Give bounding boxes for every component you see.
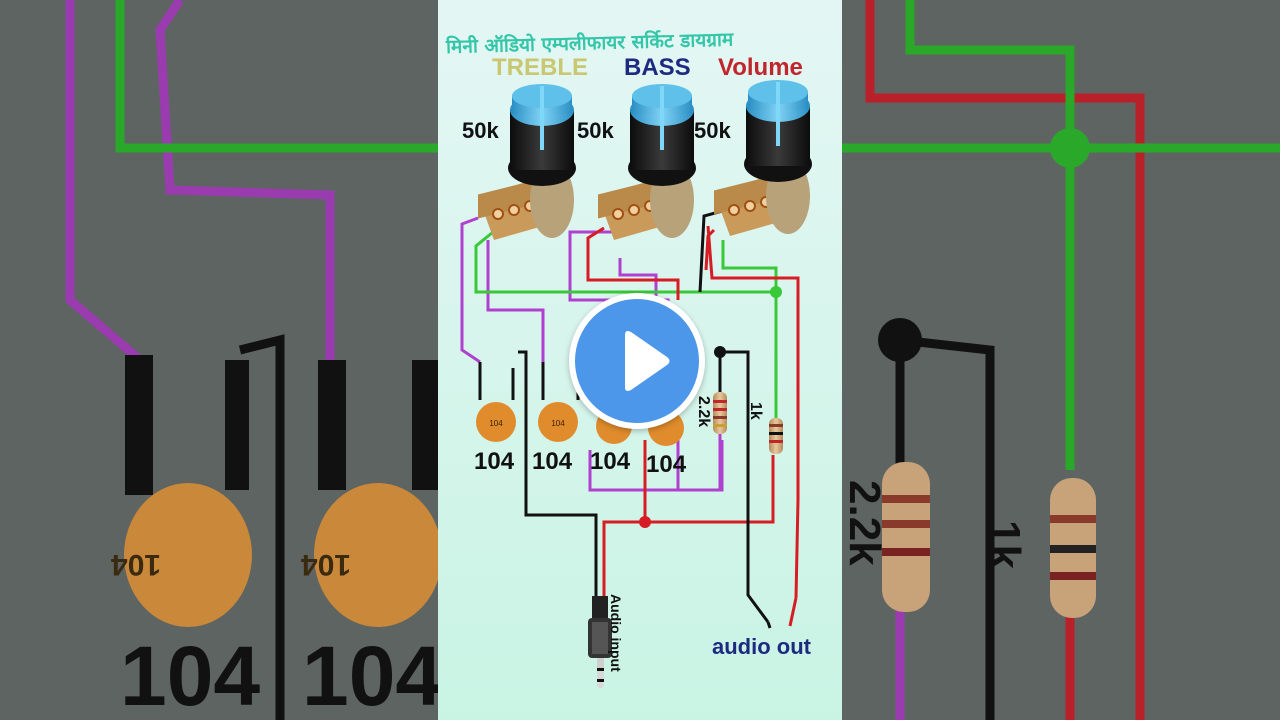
cap-label-2: 104 (532, 448, 573, 475)
audio-jack (588, 596, 612, 688)
wire-black-3 (720, 350, 770, 623)
wire-red-2 (706, 225, 800, 599)
wire-red-5 (602, 520, 645, 605)
cap-label-4: 104 (646, 451, 687, 478)
play-icon (625, 331, 670, 391)
wire-purple-5 (588, 440, 724, 492)
cap-label-1: 104 (474, 448, 515, 475)
background-right: 2.2k 1k (840, 0, 1280, 720)
cap-marking-1: 104 (489, 419, 503, 428)
resistor-2.2k (713, 392, 727, 490)
value-treble: 50k (462, 118, 499, 143)
wire-purple-4 (618, 258, 658, 300)
wire-green-1 (474, 226, 776, 294)
wire-purple-2 (486, 240, 545, 362)
audio-out-label: audio out (712, 634, 811, 659)
wire-red-3 (704, 228, 716, 271)
bg-cap-label-2: 104 (302, 629, 440, 720)
wire-red-4 (643, 440, 775, 524)
label-volume: Volume (718, 54, 803, 81)
play-button[interactable] (569, 293, 705, 429)
bg-cap-marking-2: 104 (301, 548, 351, 581)
cap-label-3: 104 (590, 448, 631, 475)
capacitor-1: 104 (476, 402, 516, 442)
bg-res-label-1: 2.2k (840, 480, 889, 566)
pot-bass (598, 84, 696, 240)
pot-treble (478, 84, 576, 240)
wire-black-2 (518, 350, 598, 598)
circuit-diagram: 104 104 (438, 0, 842, 720)
label-bass: BASS (624, 54, 691, 81)
video-frame[interactable]: 104 104 (438, 0, 842, 720)
pot-volume (714, 80, 812, 236)
junction-black (714, 346, 726, 358)
res-label-1k: 1k (747, 402, 764, 420)
background-left: 104 104 104 104 (0, 0, 440, 720)
value-volume: 50k (694, 118, 731, 143)
label-treble: TREBLE (492, 54, 588, 81)
value-bass: 50k (577, 118, 614, 143)
bg-cap-label-1: 104 (120, 629, 260, 720)
resistor-1k (769, 405, 783, 454)
junction-green (770, 286, 782, 298)
wire-green-2 (721, 240, 778, 405)
capacitor-2: 104 (538, 402, 578, 442)
cap-marking-2: 104 (551, 419, 565, 428)
bg-cap-marking-1: 104 (111, 548, 161, 581)
bg-res-label-2: 1k (980, 520, 1029, 569)
wire-purple-1 (460, 216, 481, 364)
audio-input-label: Audio input (608, 594, 624, 672)
wire-red-1 (586, 226, 680, 300)
junction-red (639, 516, 651, 528)
